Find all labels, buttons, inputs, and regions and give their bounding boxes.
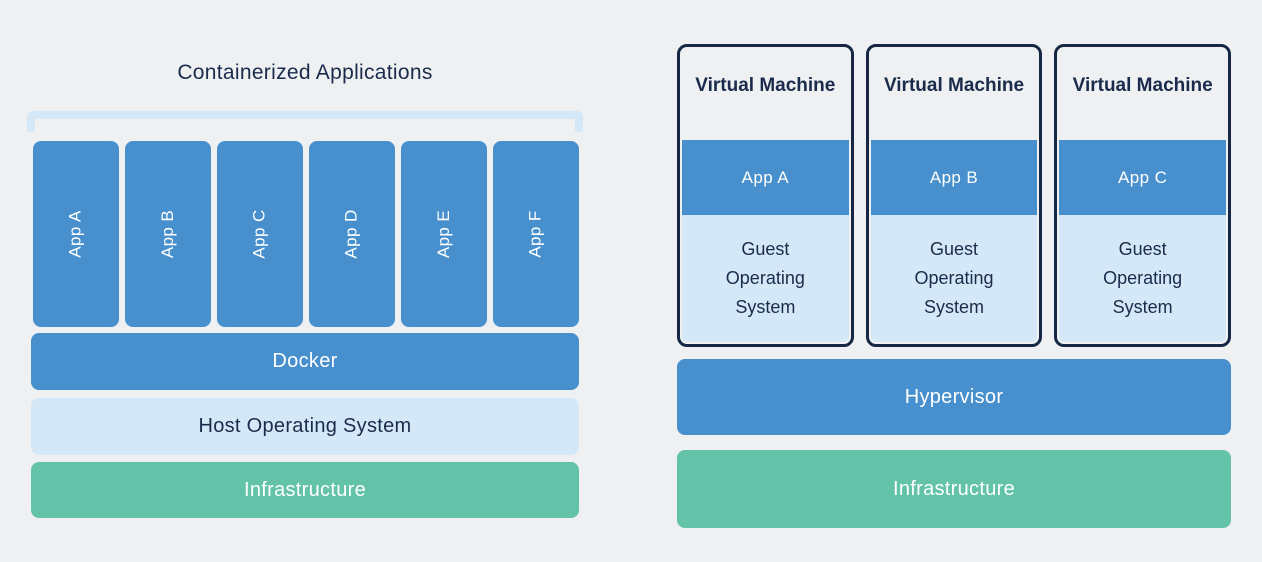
container-app-b-label: App B — [158, 209, 177, 259]
container-app-f: App F — [493, 141, 579, 327]
vm-card-1-title: Virtual Machine — [695, 75, 836, 96]
containers-diagram: Containerized Applications App A App B A… — [27, 0, 583, 518]
container-app-e: App E — [401, 141, 487, 327]
container-apps-row: App A App B App C App D App E App F — [31, 141, 579, 327]
vm-card-3-title: Virtual Machine — [1072, 75, 1213, 96]
virtual-machines-diagram: Virtual Machine App A Guest Operating Sy… — [677, 44, 1232, 528]
vm-card-2-guest-os: Guest Operating System — [870, 215, 1038, 342]
vm-card-1-guest-os: Guest Operating System — [682, 215, 849, 342]
vm-card-3: Virtual Machine App C Guest Operating Sy… — [1054, 44, 1232, 347]
container-app-b: App B — [125, 141, 211, 327]
container-app-c-label: App C — [250, 209, 269, 259]
vm-card-1-app: App A — [682, 140, 849, 215]
container-app-a: App A — [33, 141, 119, 327]
vm-card-1: Virtual Machine App A Guest Operating Sy… — [677, 44, 854, 347]
container-app-d-label: App D — [342, 209, 361, 259]
vm-card-2-title: Virtual Machine — [883, 75, 1025, 96]
container-app-e-label: App E — [434, 209, 453, 259]
container-app-f-label: App F — [525, 210, 545, 258]
hypervisor-layer: Hypervisor — [677, 359, 1231, 435]
vm-row: Virtual Machine App A Guest Operating Sy… — [677, 44, 1232, 347]
vm-card-2-app: App B — [870, 140, 1038, 215]
containers-title: Containerized Applications — [177, 61, 433, 84]
host-os-layer: Host Operating System — [31, 398, 579, 455]
container-app-c: App C — [217, 141, 303, 327]
infrastructure-layer-left: Infrastructure — [31, 462, 579, 518]
containers-group-bracket — [27, 111, 583, 132]
vm-card-2: Virtual Machine App B Guest Operating Sy… — [865, 44, 1043, 347]
infrastructure-layer-right: Infrastructure — [677, 450, 1231, 528]
container-app-a-label: App A — [66, 210, 85, 258]
vm-card-3-guest-os: Guest Operating System — [1059, 215, 1227, 342]
docker-layer: Docker — [31, 333, 579, 390]
container-app-d: App D — [309, 141, 395, 327]
vm-card-3-app: App C — [1059, 140, 1227, 215]
